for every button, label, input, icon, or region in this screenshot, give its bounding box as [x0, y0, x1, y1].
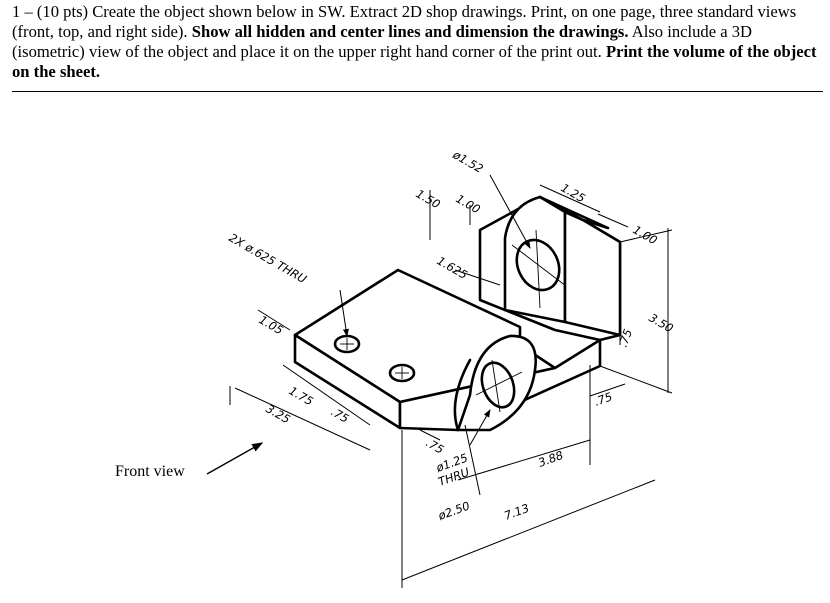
- object-body: [293, 195, 622, 432]
- upright-top-face: [538, 195, 610, 230]
- dim-125-line: [539, 184, 601, 213]
- dim-075-front-line: [419, 429, 441, 441]
- dim-325-line: [234, 387, 371, 451]
- top-hole-leader: [489, 174, 531, 249]
- dim-100-right: 1.00: [631, 222, 660, 247]
- dim-075-bottom: .75: [592, 389, 614, 408]
- dim-105-line: [257, 309, 291, 331]
- dim-350-ext-top: [619, 229, 673, 243]
- problem-lead: 1 – (10 pts) Create the object shown bel…: [12, 2, 797, 41]
- boss-centerline-2: [491, 359, 501, 413]
- upright-hole-centerline-2: [535, 229, 541, 309]
- dim-boss-dia: ø2.50: [435, 498, 471, 523]
- dim-holes-note: 2X ø.625 THRU: [227, 230, 310, 286]
- dim-150: 1.50: [414, 186, 443, 211]
- dim-075-bottom-line: [589, 383, 626, 397]
- dim-388: 3.88: [536, 448, 565, 470]
- dim-100-top: 1.00: [454, 191, 483, 216]
- front-view-arrow: [206, 442, 264, 475]
- upright-hole-centerline: [511, 244, 567, 287]
- boss-face: [456, 334, 538, 432]
- dim-350-ext-bottom: [599, 365, 673, 394]
- problem-statement: 1 – (10 pts) Create the object shown bel…: [12, 2, 824, 82]
- boss-centerline: [475, 371, 523, 396]
- dim-075-right: .75: [616, 327, 635, 349]
- upright-side-face: [563, 210, 622, 337]
- dim-325: 3.25: [264, 401, 293, 426]
- dim-1625: 1.625: [435, 253, 471, 282]
- front-view-label: Front view: [115, 463, 185, 480]
- problem-bold-2: Print the volume of the object on the sh…: [12, 42, 817, 81]
- problem-mid: Also include a 3D (isometric) view of th…: [12, 22, 753, 61]
- problem-bold-1: Show all hidden and center lines and dim…: [191, 22, 629, 41]
- boss-hole-leader: [469, 409, 491, 446]
- dim-100-right-line: [597, 213, 629, 228]
- dim-top-hole-dia: ø1.52: [450, 147, 486, 176]
- dim-075-front: .75: [424, 435, 447, 456]
- boss-edge: [453, 358, 472, 432]
- dim-1625-leader: [454, 269, 501, 286]
- dim-175-line: [282, 364, 371, 426]
- dim-713-line: [401, 479, 656, 581]
- header-divider: [12, 91, 823, 92]
- dimension-lines: [229, 174, 673, 588]
- dim-388-line: [457, 439, 591, 481]
- dim-105: 1.05: [257, 312, 286, 337]
- boss-dia-leader: [464, 424, 481, 496]
- dim-175: 1.75: [287, 383, 316, 408]
- holes-leader: [339, 289, 349, 337]
- dim-075-left: .75: [329, 404, 352, 425]
- dim-350: 3.50: [647, 310, 676, 335]
- boss-hole: [480, 361, 516, 409]
- dim-713: 7.13: [502, 501, 531, 523]
- base-hole-2: [388, 363, 416, 383]
- dim-125: 1.25: [559, 180, 588, 205]
